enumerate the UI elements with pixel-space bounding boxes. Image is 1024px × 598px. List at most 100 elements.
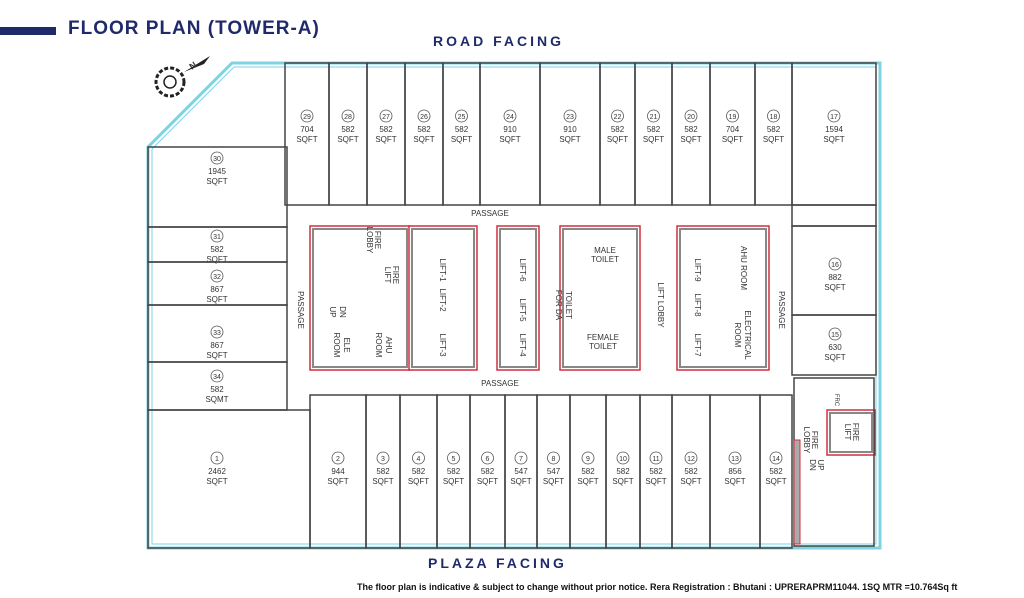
unit-area: 910 <box>503 125 517 134</box>
unit-number-badge <box>300 109 314 123</box>
unit-area-unit: SQFT <box>823 135 844 144</box>
unit-number-badge <box>827 109 841 123</box>
unit-area-unit: SQFT <box>722 135 743 144</box>
lift-6-label: LIFT-6 <box>518 258 527 282</box>
unit-number: 4 <box>417 456 421 463</box>
unit-number-badge <box>447 451 460 465</box>
unit-number: 34 <box>213 374 221 381</box>
lift-bank-3 <box>676 225 770 371</box>
unit-area: 582 <box>684 467 698 476</box>
unit-15-outline <box>791 314 877 376</box>
lift-bank-2-inner <box>499 228 537 368</box>
lift-bank-1-inner <box>411 228 475 368</box>
unit-area-unit: SQFT <box>206 255 227 264</box>
unit-number: 24 <box>506 114 514 121</box>
unit-area: 582 <box>210 245 224 254</box>
unit-number: 2 <box>336 456 340 463</box>
unit-area: 582 <box>379 125 393 134</box>
page-title: FLOOR PLAN (TOWER-A) <box>68 18 320 39</box>
unit-17-outline <box>791 62 877 206</box>
female-toilet-label: FEMALE <box>587 333 619 342</box>
title-accent-bar <box>0 27 56 35</box>
unit-number: 28 <box>344 114 352 121</box>
unit-area-unit: SQFT <box>375 135 396 144</box>
lift-7-label: LIFT-7 <box>693 333 702 357</box>
passage-label-right: PASSAGE <box>777 291 786 329</box>
lift-bank-1 <box>408 225 478 371</box>
unit-area-unit: SQFT <box>645 477 666 486</box>
unit-area: 856 <box>728 467 742 476</box>
stair-dn-right-label: DN <box>808 459 817 471</box>
unit-area: 582 <box>341 125 355 134</box>
unit-area: 1594 <box>825 125 843 134</box>
footer-note: The floor plan is indicative & subject t… <box>357 582 958 592</box>
unit-number-badge <box>412 451 425 465</box>
unit-number: 6 <box>486 456 490 463</box>
passage-label-left: PASSAGE <box>296 291 305 329</box>
stair-core-left-inner <box>312 228 408 368</box>
unit-area: 944 <box>331 467 345 476</box>
unit-area: 882 <box>828 273 842 282</box>
unit-number-badge <box>684 451 698 465</box>
unit-number: 5 <box>452 456 456 463</box>
male-toilet-label-2: TOILET <box>591 255 619 264</box>
unit-area: 2462 <box>208 467 226 476</box>
unit-area: 582 <box>455 125 469 134</box>
plaza-facing-label: PLAZA FACING <box>428 555 567 571</box>
unit-number-badge <box>417 109 431 123</box>
unit-area-unit: SQFT <box>543 477 564 486</box>
unit-14-outline <box>759 394 793 549</box>
unit-area: 582 <box>447 467 461 476</box>
unit-number-badge <box>210 269 224 283</box>
compass-arrow <box>184 56 210 72</box>
unit-number: 21 <box>650 114 658 121</box>
unit-number: 15 <box>831 332 839 339</box>
fire-lift-right <box>826 409 876 456</box>
unit-number: 10 <box>619 456 627 463</box>
unit-area: 582 <box>769 467 783 476</box>
unit-area-unit: SQFT <box>607 135 628 144</box>
unit-area-unit: SQFT <box>680 135 701 144</box>
unit-number-badge <box>481 451 494 465</box>
unit-area-unit: SQFT <box>643 135 664 144</box>
unit-area: 582 <box>417 125 431 134</box>
unit-area-unit: SQMT <box>205 395 228 404</box>
unit-number-badge <box>581 451 595 465</box>
lift-3-label: LIFT-3 <box>438 333 447 357</box>
lift-2-label: LIFT-2 <box>438 288 447 312</box>
unit-number: 32 <box>213 274 221 281</box>
unit-number-badge <box>684 109 698 123</box>
unit-number: 16 <box>831 262 839 269</box>
fire-lobby-label: FIRE <box>373 231 382 249</box>
unit-16-outline <box>791 225 877 316</box>
toilet-block-inner <box>562 228 638 368</box>
unit-number: 11 <box>652 456 659 463</box>
unit-area-unit: SQFT <box>824 353 845 362</box>
unit-26-outline <box>404 62 444 206</box>
female-toilet-label-2: TOILET <box>589 342 617 351</box>
unit-number: 27 <box>382 114 390 121</box>
lift-5-label: LIFT-5 <box>518 298 527 322</box>
unit-20-outline <box>671 62 711 206</box>
unit-number-badge <box>210 369 224 383</box>
unit-number: 20 <box>687 114 695 121</box>
unit-number-badge <box>210 151 224 165</box>
unit-area-unit: SQFT <box>559 135 580 144</box>
unit-number-badge <box>828 257 842 271</box>
toilet-da-label: TOILET <box>564 291 573 319</box>
unit-number-badge <box>455 109 468 123</box>
lift-bank-2 <box>496 225 540 371</box>
fire-lobby-right-label: FIRE <box>810 431 819 449</box>
